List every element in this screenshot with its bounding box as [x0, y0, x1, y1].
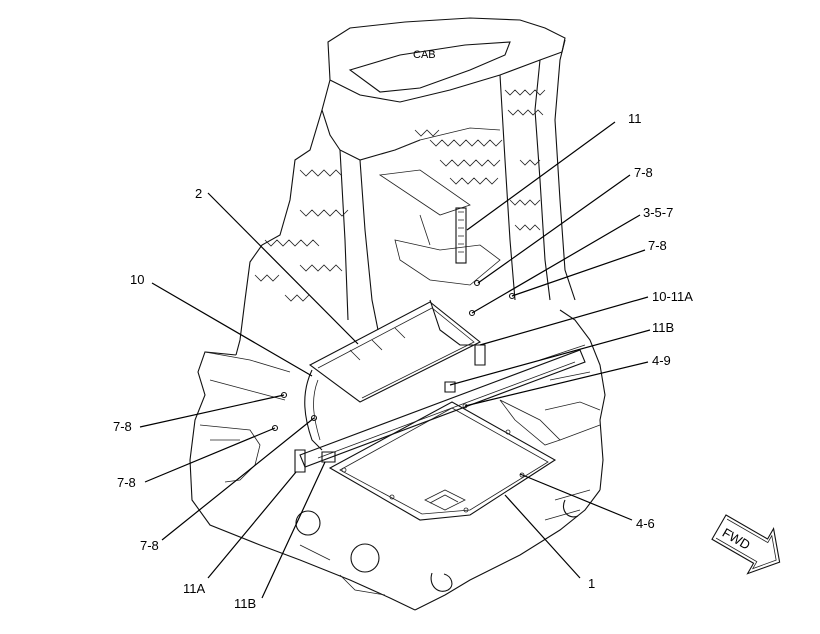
cover-plate — [328, 401, 557, 521]
fwd-label: FWD — [720, 525, 753, 553]
callout-11a: 11A — [183, 581, 205, 596]
callout-10-11a: 10-11A — [652, 289, 693, 304]
callout-11b-left: 11B — [234, 596, 256, 611]
callout-10: 10 — [130, 272, 144, 287]
callout-2: 2 — [195, 186, 202, 201]
panel — [304, 299, 482, 451]
fasteners — [271, 279, 516, 432]
callout-11b-right: 11B — [652, 320, 674, 335]
callout-4-6: 4-6 — [636, 516, 655, 531]
callout-7-8-right: 7-8 — [648, 238, 667, 253]
callout-7-8-left-b: 7-8 — [117, 475, 136, 490]
strip-11 — [455, 207, 467, 264]
callout-7-8-top: 7-8 — [634, 165, 653, 180]
leader-lines — [139, 121, 651, 599]
callout-1: 1 — [588, 576, 595, 591]
seal-strip — [294, 344, 586, 473]
cab-structure: CAB — [189, 17, 606, 611]
callout-7-8-left-a: 7-8 — [113, 419, 132, 434]
cab-label: CAB — [413, 49, 436, 61]
callout-3-5-7: 3-5-7 — [643, 205, 673, 220]
callout-4-9: 4-9 — [652, 353, 671, 368]
callouts: 11 7-8 3-5-7 7-8 10-11A 11B 4-9 4-6 1 2 … — [113, 111, 693, 611]
callout-11: 11 — [628, 111, 642, 126]
fwd-arrow: FWD — [711, 514, 781, 575]
callout-7-8-left-c: 7-8 — [140, 538, 159, 553]
